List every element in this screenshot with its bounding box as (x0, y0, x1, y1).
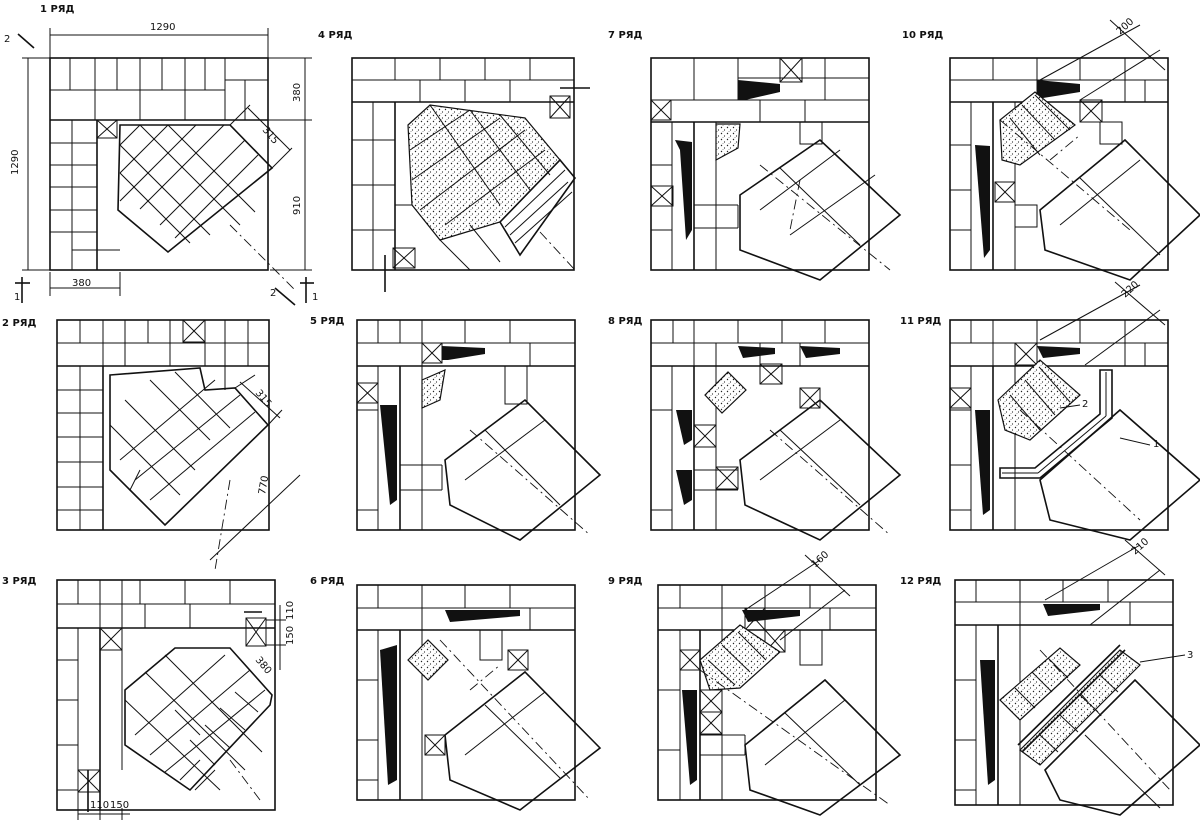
row-label-5: 5 РЯД (310, 316, 345, 327)
dim-r1-depth: 910 (292, 196, 303, 215)
plan-row-5 (356, 319, 602, 541)
callout-1: 1 (1153, 439, 1159, 450)
plan-row-9 (657, 554, 902, 816)
dim-r3-b: 150 (285, 626, 296, 645)
dim-r1-top: 1290 (150, 22, 175, 33)
plan-row-4 (351, 57, 590, 292)
row-label-4: 4 РЯД (318, 30, 353, 41)
row-label-8: 8 РЯД (608, 316, 643, 327)
plan-row-7 (650, 57, 902, 281)
dim-r1-wall: 380 (292, 83, 303, 102)
row-label-12: 12 РЯД (900, 576, 942, 587)
row-label-6: 6 РЯД (310, 576, 345, 587)
dim-r3-c: 380 (253, 655, 274, 677)
row-label-11: 11 РЯД (900, 316, 942, 327)
dim-r3-d: 110 (90, 800, 109, 811)
row-label-7: 7 РЯД (608, 30, 643, 41)
plan-row-2 (56, 319, 301, 571)
plan-row-3 (56, 579, 286, 820)
dim-r12: 210 (1130, 536, 1152, 557)
row-label-3: 3 РЯД (2, 576, 37, 587)
plan-row-1 (15, 28, 314, 306)
callout-3: 3 (1187, 650, 1193, 661)
plan-row-12 (954, 539, 1200, 816)
dim-r11: 220 (1120, 279, 1142, 300)
dim-r1-left: 1290 (10, 150, 21, 175)
plan-row-6 (356, 584, 602, 811)
plan-row-8 (650, 319, 902, 541)
dim-r1-diag: 315 (260, 125, 281, 147)
plan-row-10 (949, 19, 1200, 281)
section-mark-2-bottom: 2 (270, 288, 276, 299)
section-mark-2-top: 2 (4, 34, 10, 45)
dim-r2-diag: 315 (253, 388, 274, 410)
dim-r2-len: 770 (257, 475, 271, 496)
dim-r3-a: 110 (285, 601, 296, 620)
row-label-10: 10 РЯД (902, 30, 944, 41)
dim-r3-e: 150 (110, 800, 129, 811)
section-mark-1-left: 1 (14, 292, 20, 303)
row-label-2: 2 РЯД (2, 318, 37, 329)
callout-2: 2 (1082, 399, 1088, 410)
dim-r10: 200 (1115, 16, 1137, 37)
section-mark-1-right: 1 (312, 292, 318, 303)
row-label-1: 1 РЯД (40, 4, 75, 15)
row-label-9: 9 РЯД (608, 576, 643, 587)
plan-row-11 (949, 281, 1200, 541)
dim-r9: 160 (810, 549, 832, 570)
dim-r1-bottom: 380 (72, 278, 91, 289)
